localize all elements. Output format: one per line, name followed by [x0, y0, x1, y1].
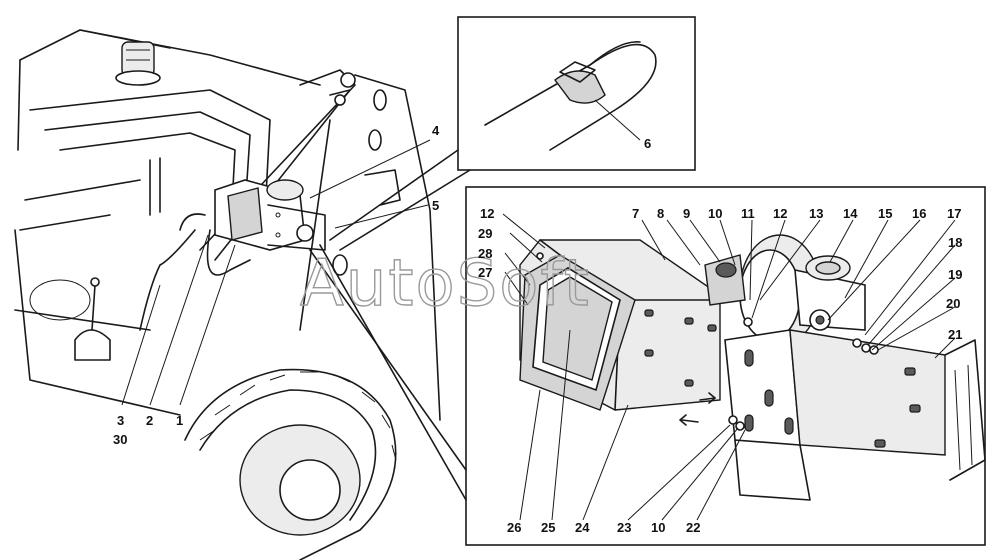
- callout-6: 6: [644, 136, 651, 151]
- callout-24: 24: [575, 520, 590, 535]
- tractor-cab-drawing: [14, 29, 441, 560]
- callout-16: 16: [912, 206, 926, 221]
- callout-12-left: 12: [480, 206, 494, 221]
- callout-1: 1: [176, 413, 183, 428]
- callout-13: 13: [809, 206, 823, 221]
- callout-30: 30: [113, 432, 127, 447]
- watermark-text: AutoSoft: [300, 247, 591, 321]
- callout-23: 23: [617, 520, 631, 535]
- detail-callouts-top: 7 8 9 10 11 12 13 14 15 16 17: [632, 206, 961, 221]
- callout-7: 7: [632, 206, 639, 221]
- exploded-detail-view: [309, 186, 986, 546]
- callout-14: 14: [843, 206, 858, 221]
- detail-callouts-left: 12 29 28 27: [478, 206, 494, 280]
- bolts-and-nuts: [536, 252, 879, 431]
- filter-frame: [519, 254, 636, 411]
- callout-19: 19: [948, 267, 962, 282]
- callout-9: 9: [683, 206, 690, 221]
- beacon-lamp-icon: [115, 41, 161, 86]
- housing-slots: [644, 309, 717, 387]
- callout-21: 21: [948, 327, 962, 342]
- callout-5: 5: [432, 198, 439, 213]
- callout-20: 20: [946, 296, 960, 311]
- callout-26: 26: [507, 520, 521, 535]
- main-callouts: 1 2 3 30 4 5 6: [113, 123, 651, 447]
- callout-25: 25: [541, 520, 555, 535]
- callout-28: 28: [478, 246, 492, 261]
- detail-callouts-bottom: 26 25 24 23 10 22: [507, 520, 700, 535]
- callout-8: 8: [657, 206, 664, 221]
- callout-11: 11: [741, 206, 755, 221]
- control-lever-icon: [74, 277, 111, 361]
- callout-4: 4: [432, 123, 440, 138]
- inset-connector: [329, 149, 471, 251]
- callout-15: 15: [878, 206, 892, 221]
- callout-2: 2: [146, 413, 153, 428]
- callout-12-top: 12: [773, 206, 787, 221]
- callout-29: 29: [478, 226, 492, 241]
- callout-17: 17: [947, 206, 961, 221]
- hose-clamp-inset: [457, 16, 696, 171]
- callout-18: 18: [948, 235, 962, 250]
- mounting-bracket: [724, 329, 986, 501]
- callout-3: 3: [117, 413, 124, 428]
- detail-callouts-right: 18 19 20 21: [946, 235, 962, 342]
- callout-22: 22: [686, 520, 700, 535]
- blower-unit-main: [214, 179, 326, 251]
- callout-10-top: 10: [708, 206, 722, 221]
- callout-10-bottom: 10: [651, 520, 665, 535]
- callout-27: 27: [478, 265, 492, 280]
- tractor-wheel-icon: [184, 368, 397, 560]
- fan-motor: [704, 234, 866, 346]
